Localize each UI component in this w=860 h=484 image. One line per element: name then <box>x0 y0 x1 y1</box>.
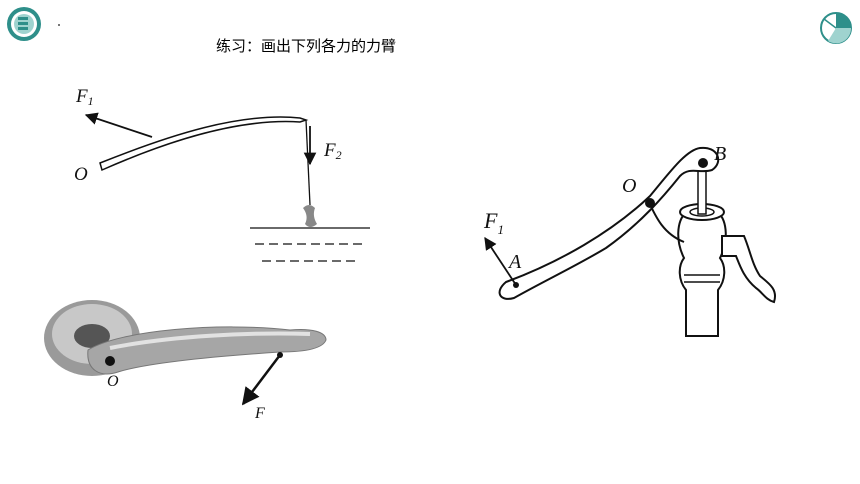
label-a-pump: A <box>507 251 522 273</box>
handle-pivot-point <box>105 356 115 366</box>
point-b <box>698 158 708 168</box>
label-f2: F2 <box>323 140 342 162</box>
pivot-point-o <box>645 198 655 208</box>
fish-icon <box>303 205 317 227</box>
pump-handle <box>498 146 720 300</box>
pump-body <box>677 211 727 337</box>
label-o-pump: O <box>622 175 636 197</box>
label-f1-pump: F1 <box>483 208 504 237</box>
label-pivot-o-handle: O <box>107 373 119 390</box>
force-f-arrow <box>241 354 281 406</box>
decor-dot <box>58 24 60 26</box>
water-pump-diagram: F1 A O B <box>483 143 776 337</box>
label-b-pump: B <box>714 143 726 165</box>
page-title: 练习：画出下列各力的力臂 <box>216 37 397 55</box>
door-handle-diagram: O F <box>44 300 327 422</box>
handle-lever <box>87 326 327 375</box>
school-logo-icon <box>7 7 41 41</box>
pump-rod <box>697 167 707 215</box>
fishing-rod-diagram: F1 F2 O <box>74 86 370 262</box>
label-f-handle: F <box>254 405 265 422</box>
force-f1-arrow-pump <box>484 236 517 286</box>
pie-chart-logo-icon <box>820 12 852 44</box>
label-f1: F1 <box>75 86 94 108</box>
label-pivot-o-rod: O <box>74 164 88 185</box>
pump-spout <box>721 235 776 304</box>
fishing-rod <box>99 116 309 172</box>
force-f1-arrow <box>84 112 153 138</box>
